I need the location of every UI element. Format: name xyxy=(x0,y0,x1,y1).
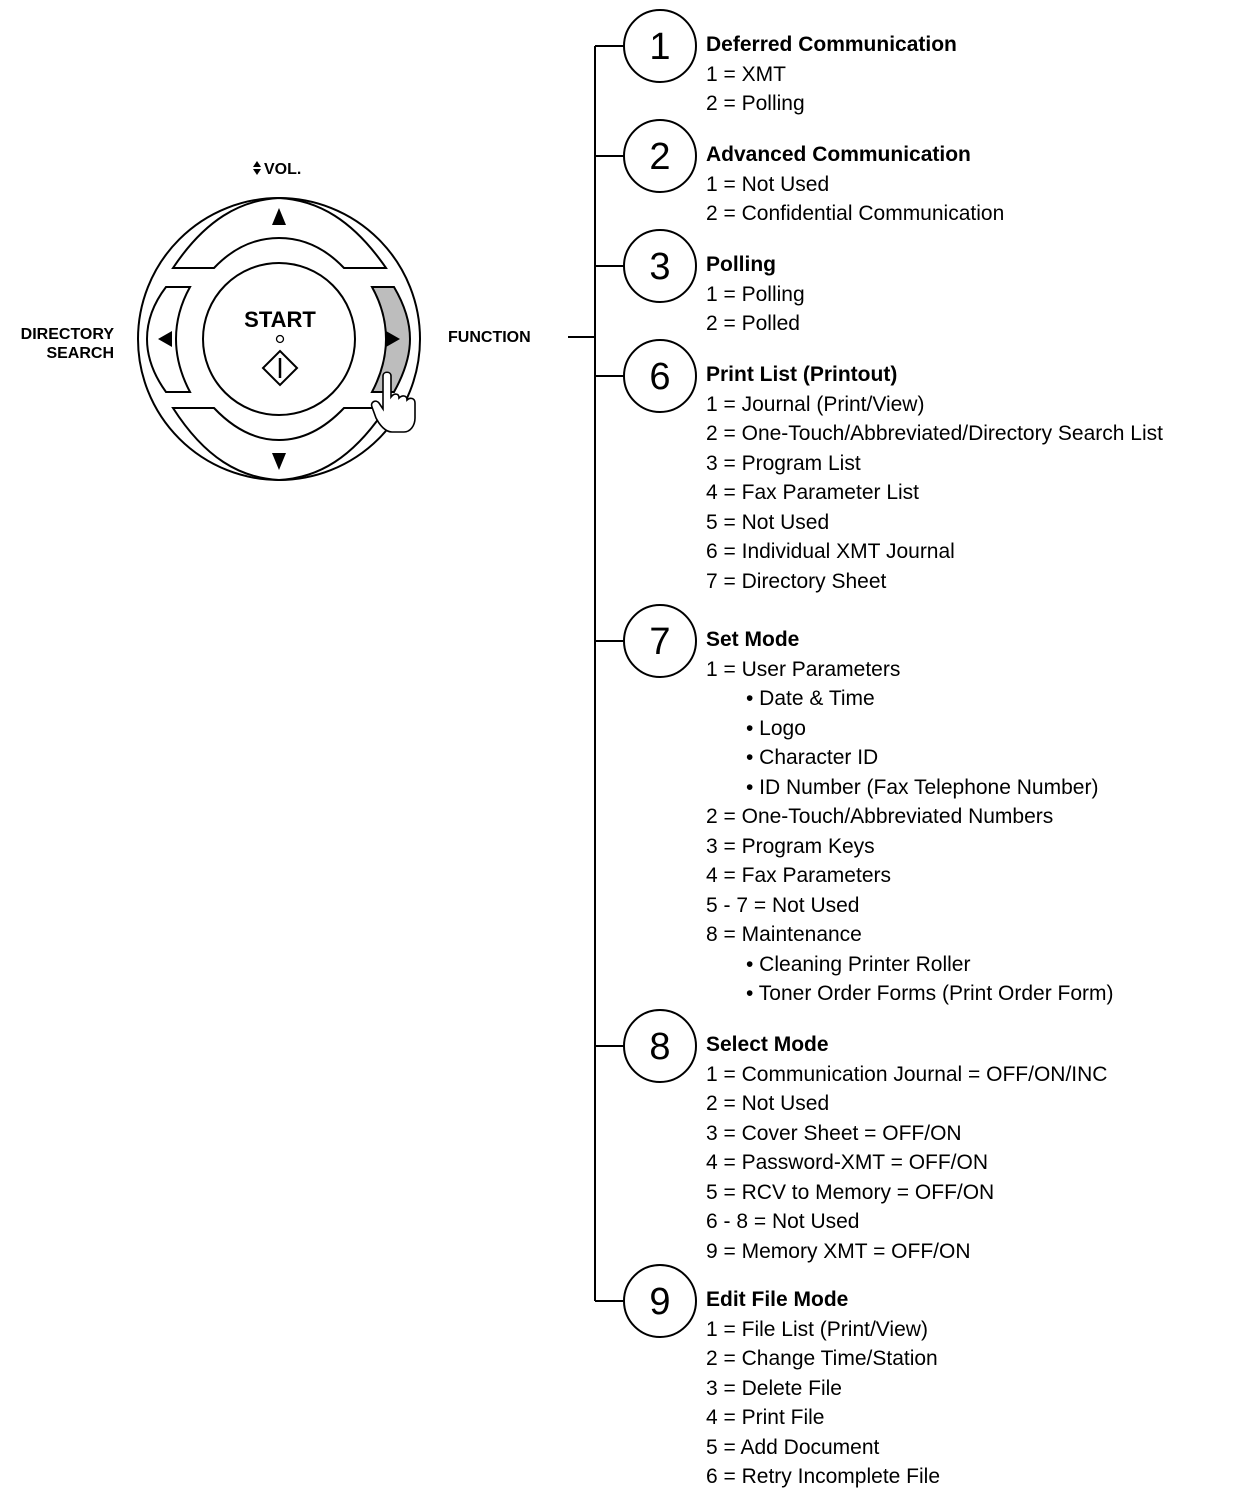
menu-item: 2 = One-Touch/Abbreviated Numbers xyxy=(706,805,1054,828)
menu-item: 4 = Fax Parameters xyxy=(706,864,891,887)
menu-item: 1 = Polling xyxy=(706,282,805,306)
menu-item: 5 - 7 = Not Used xyxy=(706,893,860,917)
menu-subitem: • Cleaning Printer Roller xyxy=(746,952,971,976)
menu-title: Advanced Communication xyxy=(706,143,971,166)
menu-number-circle xyxy=(623,604,697,678)
menu-item: 2 = Change Time/Station xyxy=(706,1347,938,1370)
menu-item: 1 = Not Used xyxy=(706,172,830,196)
directory-label: DIRECTORY xyxy=(20,326,114,343)
menu-block: Edit File Mode 1 = File List (Print/View)… xyxy=(706,1285,940,1492)
menu-number-circle xyxy=(623,9,697,83)
menu-item: 6 = Retry Incomplete File xyxy=(706,1465,941,1488)
start-label: START xyxy=(244,307,316,332)
start-indicator-icon xyxy=(275,334,285,344)
right-arrow-icon xyxy=(386,331,400,347)
menu-number-circle xyxy=(623,229,697,303)
menu-subitem: • Toner Order Forms (Print Order Form) xyxy=(746,982,1114,1005)
left-arrow-icon xyxy=(158,331,172,347)
menu-number: 9 xyxy=(649,1281,670,1323)
menu-item: 6 = Individual XMT Journal xyxy=(706,540,955,563)
menu-item: 5 = Not Used xyxy=(706,510,830,534)
menu-item: 1 = File List (Print/View) xyxy=(706,1317,928,1341)
menu-number: 2 xyxy=(649,136,670,178)
menu-number: 1 xyxy=(649,26,670,68)
menu-item: 4 = Print File xyxy=(706,1406,825,1429)
down-arrow-icon xyxy=(272,453,286,470)
menu-item: 2 = One-Touch/Abbreviated/Directory Sear… xyxy=(706,422,1163,445)
menu-number-circle xyxy=(623,119,697,193)
menu-block: Print List (Printout) 1 = Journal (Print/… xyxy=(706,360,1163,596)
menu-item: 3 = Program List xyxy=(706,451,861,475)
menu-item: 5 = Add Document xyxy=(706,1435,880,1459)
menu-item: 9 = Memory XMT = OFF/ON xyxy=(706,1239,971,1263)
menu-item: 2 = Polling xyxy=(706,92,805,115)
menu-title: Polling xyxy=(706,253,776,276)
menu-subitem: • Date & Time xyxy=(746,687,875,710)
search-label: SEARCH xyxy=(46,345,114,362)
menu-title: Deferred Communication xyxy=(706,33,957,56)
pressing-finger-icon xyxy=(370,371,416,433)
menu-item: 8 = Maintenance xyxy=(706,923,862,946)
menu-title: Edit File Mode xyxy=(706,1288,849,1311)
menu-title: Print List (Printout) xyxy=(706,363,898,386)
menu-item: 2 = Polled xyxy=(706,312,800,335)
menu-item: 1 = XMT xyxy=(706,62,786,86)
directory-search-label: DIRECTORY SEARCH xyxy=(10,325,114,363)
vol-label: VOL. xyxy=(264,161,302,178)
menu-number-circle xyxy=(623,339,697,413)
menu-item: 3 = Cover Sheet = OFF/ON xyxy=(706,1121,962,1145)
menu-item: 2 = Confidential Communication xyxy=(706,202,1005,225)
vol-up-arrow-icon xyxy=(253,161,261,167)
menu-block: Polling 1 = Polling 2 = Polled xyxy=(706,250,805,339)
menu-subitem: • ID Number (Fax Telephone Number) xyxy=(746,775,1099,799)
menu-item: 1 = Communication Journal = OFF/ON/INC xyxy=(706,1062,1108,1086)
menu-title: Select Mode xyxy=(706,1033,829,1056)
menu-item: 3 = Program Keys xyxy=(706,834,875,858)
menu-block: Advanced Communication 1 = Not Used 2 = Co… xyxy=(706,140,1004,229)
menu-block: Select Mode 1 = Communication Journal = O… xyxy=(706,1030,1107,1266)
menu-number: 8 xyxy=(649,1026,670,1068)
menu-block: Deferred Communication 1 = XMT 2 = Polling xyxy=(706,30,957,119)
menu-item: 1 = Journal (Print/View) xyxy=(706,392,925,416)
menu-number: 3 xyxy=(649,246,670,288)
vol-down-arrow-icon xyxy=(253,169,261,175)
menu-number: 7 xyxy=(649,621,670,663)
navigation-dial xyxy=(137,161,421,482)
menu-block: Set Mode 1 = User Parameters • Date & Time… xyxy=(706,625,1114,1009)
menu-number: 6 xyxy=(649,356,670,398)
menu-item: 2 = Not Used xyxy=(706,1092,830,1115)
menu-item: 5 = RCV to Memory = OFF/ON xyxy=(706,1180,995,1204)
menu-number-circle xyxy=(623,1009,697,1083)
menu-item: 1 = User Parameters xyxy=(706,657,901,681)
up-key[interactable] xyxy=(171,196,388,269)
menu-item: 3 = Delete File xyxy=(706,1376,842,1400)
menu-item: 4 = Password-XMT = OFF/ON xyxy=(706,1151,989,1174)
menu-subitem: • Character ID xyxy=(746,746,879,769)
menu-item: 7 = Directory Sheet xyxy=(706,569,887,593)
menu-number-circle xyxy=(623,1264,697,1338)
menu-title: Set Mode xyxy=(706,628,800,651)
up-arrow-icon xyxy=(272,208,286,225)
menu-item: 4 = Fax Parameter List xyxy=(706,481,920,504)
menu-subitem: • Logo xyxy=(746,716,806,740)
menu-item: 6 - 8 = Not Used xyxy=(706,1210,860,1233)
function-label: FUNCTION xyxy=(448,329,531,346)
